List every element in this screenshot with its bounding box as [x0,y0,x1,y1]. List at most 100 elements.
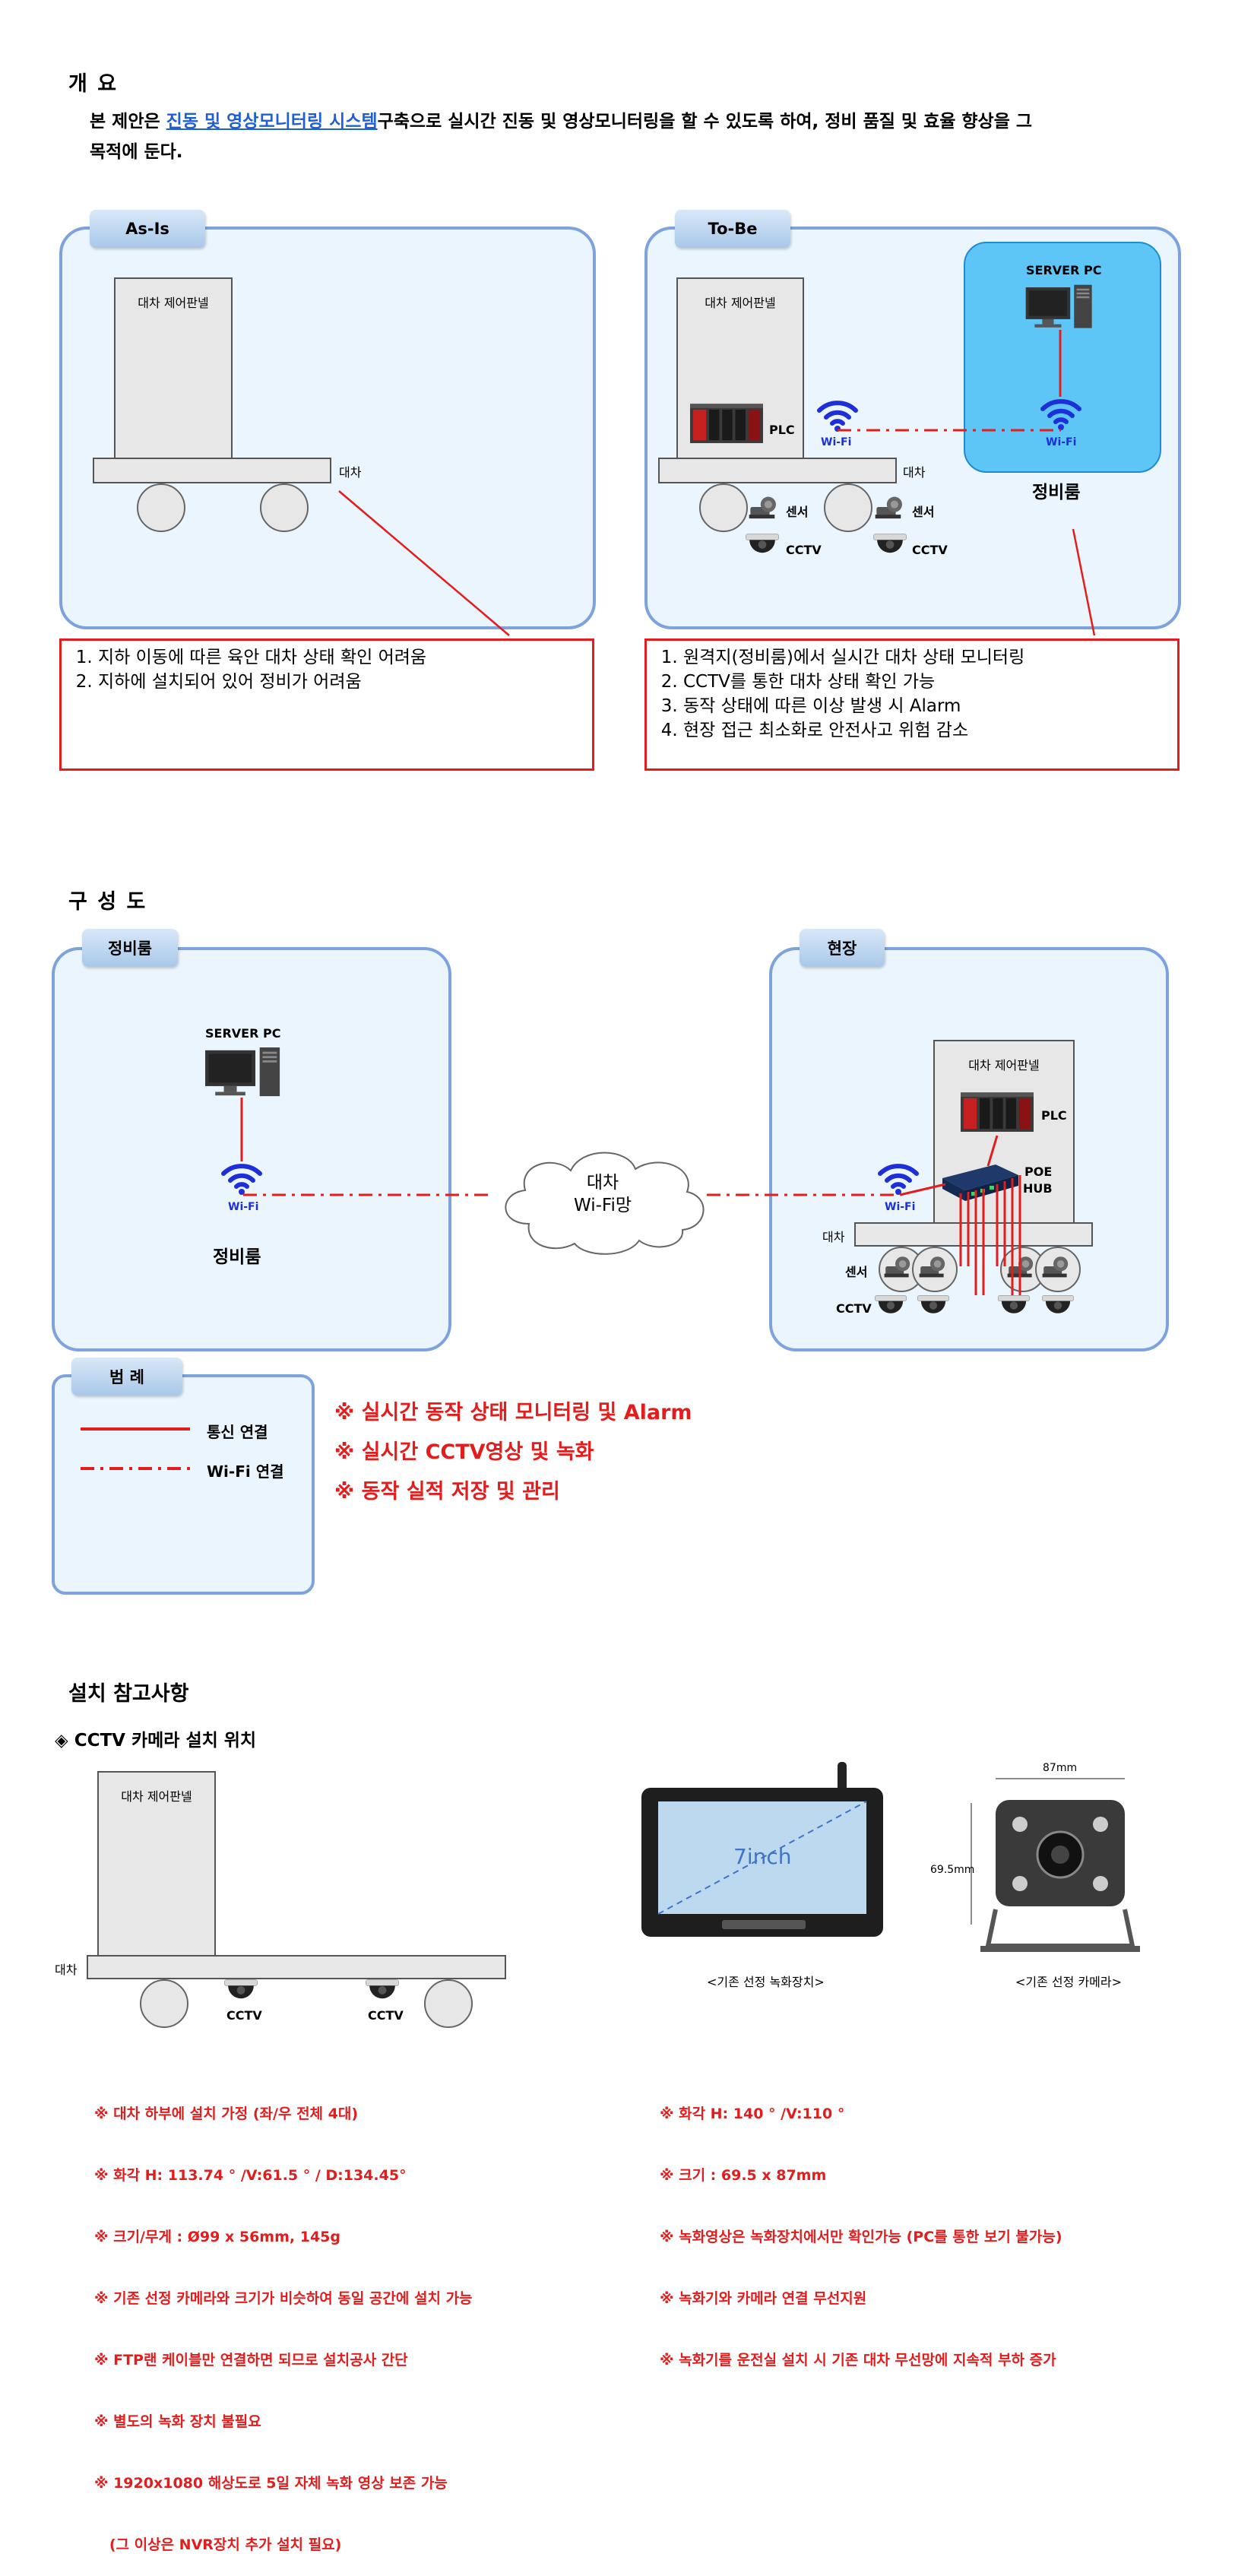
overview-text-pre: 본 제안은 [90,112,166,131]
install-cctv-icon-2 [365,1978,400,2005]
tobe-benefit-item: 원격지(정비룸)에서 실시간 대차 상태 모니터링 [683,645,1177,670]
legend-wifi-label: Wi-Fi 연결 [207,1462,284,1481]
tobe-cart [658,458,897,483]
config-control-panel-label: 대차 제어판넬 [968,1058,1040,1073]
plc-hub-link [986,1135,999,1167]
tobe-room-label: 정비룸 [1032,483,1081,502]
cloud-label-1: 대차 [586,1173,619,1193]
config-wifi-label-left: Wi-Fi [228,1201,259,1213]
install-cctv-icon-1 [223,1978,258,2005]
tobe-sensor-label-1: 센서 [786,505,809,519]
config-cart [854,1222,1093,1247]
tobe-wheel-right [824,483,872,532]
install-title: 설치 참고사항 [68,1682,189,1706]
asis-issue-item: 지하에 설치되어 있어 정비가 어려움 [98,670,592,694]
hub-wifi-link [899,1183,946,1196]
feature-1: ※ 실시간 동작 상태 모니터링 및 Alarm [334,1401,692,1424]
config-connectors [240,1098,1021,1295]
config-cctv-label: CCTV [836,1301,872,1316]
tobe-wifi-label-1: Wi-Fi [821,436,852,448]
asis-issue-box: 지하 이동에 따른 육안 대차 상태 확인 어려움 지하에 설치되어 있어 정비… [59,638,594,771]
install-control-panel-label: 대차 제어판넬 [121,1789,192,1804]
config-right-tab: 현장 [800,929,885,967]
tobe-sensor-label-2: 센서 [912,505,935,519]
server-room [964,242,1161,473]
asis-cart-label: 대차 [339,465,362,480]
config-title: 구 성 도 [68,890,147,914]
camera-caption: <기존 선정 카메라> [1015,1975,1123,1989]
install-cctv-label-1: CCTV [226,2008,262,2023]
asis-wheel-left [137,483,185,532]
config-sensor-label: 센서 [845,1265,868,1279]
tobe-benefit-list: 원격지(정비룸)에서 실시간 대차 상태 모니터링 CCTV를 통한 대차 상태… [647,645,1177,743]
feature-3: ※ 동작 실적 저장 및 관리 [334,1480,560,1503]
camera-width-dim: 87mm [1043,1762,1078,1774]
note-left: ※ 1920x1080 해상도로 5일 자체 녹화 영상 보존 가능 [94,2475,448,2492]
feature-2: ※ 실시간 CCTV영상 및 녹화 [334,1440,594,1464]
overview-text: 본 제안은 진동 및 영상모니터링 시스템구축으로 실시간 진동 및 영상모니터… [90,106,1214,167]
overview-title: 개 요 [68,72,119,96]
asis-tab: As-Is [90,210,205,248]
tobe-cctv-label-2: CCTV [912,543,948,557]
asis-cart [93,458,331,483]
asis-wheel-right [260,483,309,532]
poe-hub-label-1: POE [1024,1164,1053,1179]
note-left: ※ 별도의 녹화 장치 불필요 [94,2413,261,2430]
config-server-pc-label: SERVER PC [205,1026,281,1041]
overview-text-post: 구축으로 실시간 진동 및 영상모니터링을 할 수 있도록 하여, 정비 품질 … [377,112,1033,131]
tobe-callout-line [1072,528,1096,636]
overview-connectors [338,330,1096,636]
install-cctv-label-2: CCTV [368,2008,404,2023]
note-left: ※ 화각 H: 113.74 ° /V:61.5 ° / D:134.45° [94,2167,407,2184]
install-subtitle: ◈ CCTV 카메라 설치 위치 [55,1731,257,1751]
install-cart [87,1955,506,1979]
tobe-tab: To-Be [675,210,790,248]
recorder-monitor-image [641,1762,883,1937]
note-left: ※ FTP랜 케이블만 연결하면 되므로 설치공사 간단 [94,2352,408,2368]
tobe-benefit-item: CCTV를 통한 대차 상태 확인 가능 [683,670,1177,694]
tobe-benefit-box: 원격지(정비룸)에서 실시간 대차 상태 모니터링 CCTV를 통한 대차 상태… [644,638,1180,771]
note-right: ※ 녹화기를 운전실 설치 시 기존 대차 무선망에 지속적 부하 증가 [660,2352,1056,2368]
legend-panel [52,1374,315,1595]
note-right: ※ 화각 H: 140 ° /V:110 ° [660,2105,845,2122]
note-left: (그 이상은 NVR장치 추가 설치 필요) [94,2536,342,2553]
config-right-panel [769,947,1169,1351]
asis-control-panel: 대차 제어판넬 [114,277,233,463]
tobe-plc-label: PLC [769,423,795,437]
install-wheel-left [140,1979,188,2028]
install-control-panel: 대차 제어판넬 [97,1771,216,1960]
tobe-server-pc-label: SERVER PC [1026,263,1102,277]
note-right: ※ 녹화기와 카메라 연결 무선지원 [660,2290,867,2307]
config-cart-label: 대차 [822,1230,845,1244]
note-right: ※ 크기 : 69.5 x 87mm [660,2167,827,2184]
legend-tab: 범 례 [71,1358,182,1396]
tobe-wifi-label-2: Wi-Fi [1046,436,1077,448]
note-right: ※ 녹화영상은 녹화장치에서만 확인가능 (PC를 통한 보기 불가능) [660,2229,1062,2245]
system-link[interactable]: 진동 및 영상모니터링 시스템 [166,112,378,131]
monitor-caption: <기존 선정 녹화장치> [707,1975,825,1989]
tobe-cart-label: 대차 [903,465,926,480]
asis-issue-list: 지하 이동에 따른 육안 대차 상태 확인 어려움 지하에 설치되어 있어 정비… [62,645,592,694]
tobe-wheel-left [699,483,748,532]
cloud-label-2: Wi-Fi망 [573,1196,632,1215]
overview-text-line2: 목적에 둔다. [90,142,183,162]
tobe-benefit-item: 동작 상태에 따른 이상 발생 시 Alarm [683,694,1177,718]
install-notes-left: ※ 대차 하부에 설치 가정 (좌/우 전체 4대) ※ 화각 H: 113.7… [94,2063,473,2576]
config-plc-label: PLC [1041,1108,1067,1123]
note-left: ※ 대차 하부에 설치 가정 (좌/우 전체 4대) [94,2105,359,2122]
asis-callout-line [338,490,510,636]
camera-height-dim: 69.5mm [930,1864,975,1876]
config-left-tab: 정비룸 [82,929,178,967]
install-wheel-right [424,1979,473,2028]
config-wifi-label-right: Wi-Fi [885,1201,916,1213]
legend-wired-label: 통신 연결 [207,1423,268,1441]
config-room-label: 정비룸 [213,1247,261,1267]
config-left-panel [52,947,451,1351]
poe-hub-label-2: HUB [1023,1181,1053,1196]
install-notes-right: ※ 화각 H: 140 ° /V:110 ° ※ 크기 : 69.5 x 87m… [660,2063,1062,2391]
legend-lines [81,1427,190,1470]
tobe-benefit-item: 현장 접근 최소화로 안전사고 위험 감소 [683,718,1177,743]
monitor-size-text: 7inch [733,1844,792,1869]
asis-issue-item: 지하 이동에 따른 육안 대차 상태 확인 어려움 [98,645,592,670]
note-left: ※ 기존 선정 카메라와 크기가 비슷하여 동일 공간에 설치 가능 [94,2290,473,2307]
